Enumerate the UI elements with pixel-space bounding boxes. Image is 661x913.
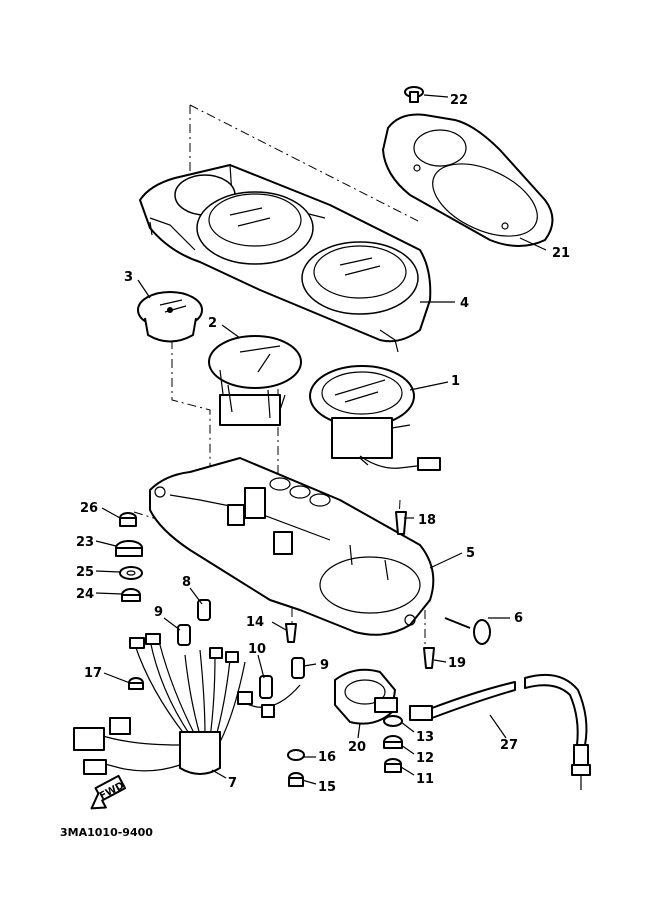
screw-14 [285, 623, 297, 643]
callout-16: 16 [318, 750, 336, 765]
callout-10: 10 [248, 642, 266, 657]
callout-23: 23 [76, 535, 94, 550]
callout-27: 27 [500, 738, 518, 753]
callout-20: 20 [348, 740, 366, 755]
screw-11 [384, 758, 402, 773]
bulb-8 [197, 599, 211, 621]
callout-17: 17 [84, 666, 102, 681]
lower-meter-case [149, 457, 435, 636]
leader-lines [95, 94, 547, 785]
trip-knob-6 [444, 617, 491, 645]
grommet-26 [119, 512, 137, 527]
callout-5: 5 [466, 546, 475, 561]
callout-7: 7 [228, 776, 237, 791]
gear-unit-20 [334, 668, 398, 725]
callout-11: 11 [416, 772, 434, 787]
bulb-9-right [291, 657, 305, 679]
callout-6: 6 [514, 611, 523, 626]
bulb-9-left [177, 624, 191, 646]
callout-3: 3 [124, 270, 133, 285]
callout-21: 21 [552, 246, 570, 261]
bezel-plate [382, 113, 554, 247]
callout-13: 13 [416, 730, 434, 745]
bulb-10 [259, 675, 273, 699]
callout-24: 24 [76, 587, 94, 602]
callout-2: 2 [208, 316, 217, 331]
washer-16 [287, 749, 305, 761]
washer-13 [383, 715, 403, 727]
tachometer-2 [208, 335, 302, 426]
callout-1: 1 [451, 374, 460, 389]
washer-25 [119, 566, 143, 580]
upper-meter-case [139, 164, 432, 353]
callout-12: 12 [416, 751, 434, 766]
callout-8: 8 [182, 575, 191, 590]
callout-labels: 22 21 4 3 2 1 5 6 18 19 14 26 23 25 24 8… [76, 93, 570, 795]
callout-18: 18 [418, 513, 436, 528]
nut-24 [121, 588, 141, 602]
speedometer-cable-27 [409, 674, 591, 790]
callout-14: 14 [246, 615, 264, 630]
callout-9-left: 9 [154, 605, 163, 620]
grommet-23 [115, 540, 143, 557]
callout-22: 22 [450, 93, 468, 108]
callout-4: 4 [460, 296, 469, 311]
screw-19 [423, 647, 435, 669]
forward-direction-arrow: FWD [90, 774, 126, 810]
screw-18 [395, 511, 407, 535]
callout-19: 19 [448, 656, 466, 671]
speedometer-1 [309, 365, 441, 471]
callout-25: 25 [76, 565, 94, 580]
callout-26: 26 [80, 501, 98, 516]
small-gauge-3 [137, 291, 203, 343]
wire-harness-7 [73, 633, 301, 775]
callout-9-right: 9 [320, 658, 329, 673]
nut-17 [128, 677, 144, 690]
screw-22 [404, 86, 424, 103]
grommet-12 [383, 735, 403, 749]
screw-15 [288, 772, 304, 787]
callout-15: 15 [318, 780, 336, 795]
drawing-code: 3MA1010-9400 [60, 826, 153, 839]
